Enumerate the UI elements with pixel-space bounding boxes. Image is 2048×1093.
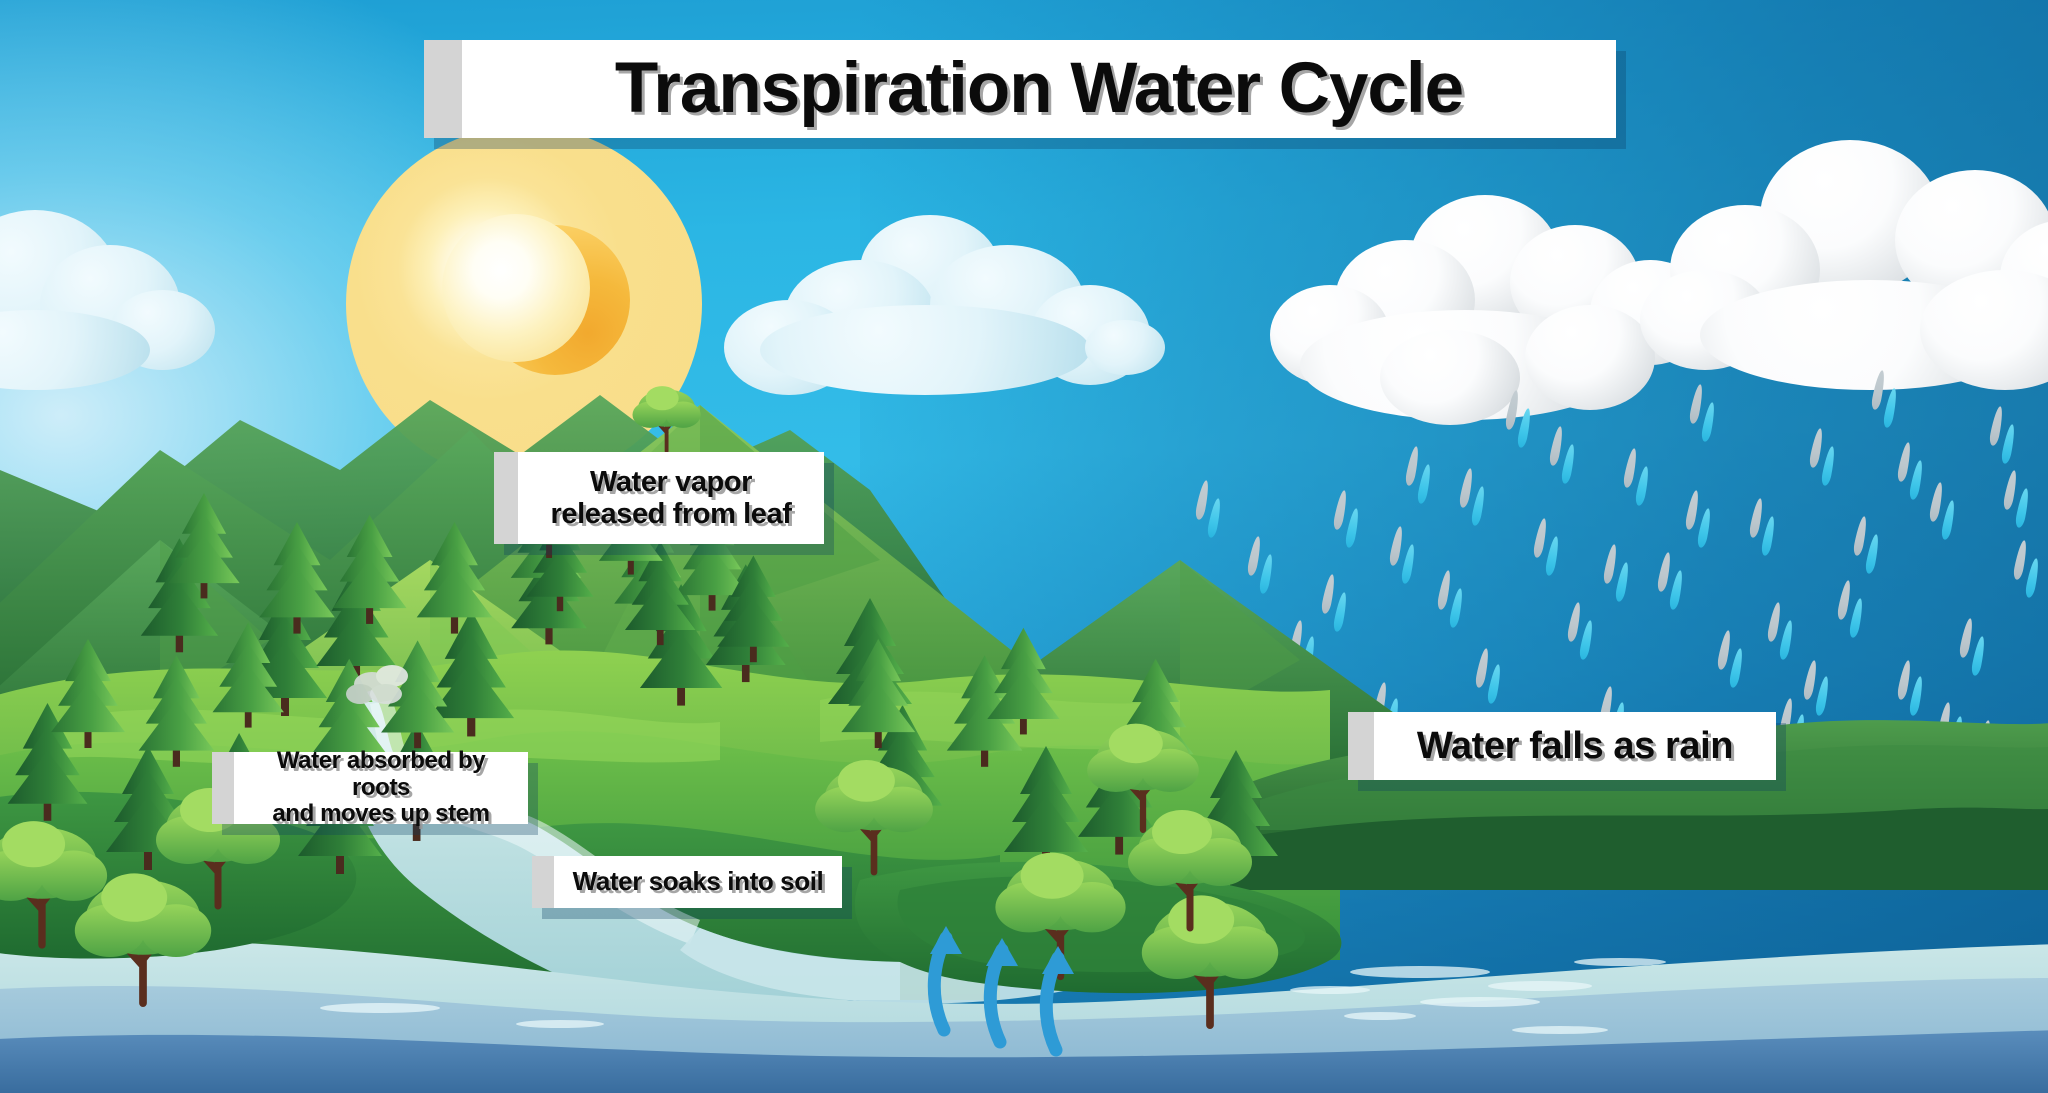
label-tab-accent: [212, 752, 234, 824]
label-water-vapor: Water vapor released from leaf: [494, 452, 824, 544]
label-water-soaks-text: Water soaks into soil: [572, 866, 824, 897]
cloud-storm-right: [1640, 140, 2048, 400]
label-water-vapor-text: Water vapor released from leaf: [550, 465, 792, 530]
label-water-falls-text: Water falls as rain: [1416, 724, 1734, 767]
cloud-left-pale: [0, 190, 240, 390]
label-water-soaks-into-soil: Water soaks into soil: [532, 856, 842, 908]
label-water-absorbed-by-roots: Water absorbed by roots and moves up ste…: [212, 747, 528, 827]
label-tab-accent: [494, 452, 518, 544]
cloud-middle-pale: [724, 215, 1165, 405]
vapor-puff-icon: [346, 665, 408, 704]
title-text: Transpiration Water Cycle: [614, 49, 1464, 129]
page-title: Transpiration Water Cycle: [424, 40, 1616, 138]
title-tab-accent: [424, 40, 462, 138]
label-tab-accent: [532, 856, 554, 908]
cloud-storm-left: [1270, 195, 1750, 425]
label-water-falls-as-rain: Water falls as rain: [1348, 712, 1776, 780]
sun-glow-core: [442, 214, 590, 362]
transpiration-arrowheads: [930, 926, 1074, 974]
label-water-absorbed-text: Water absorbed by roots and moves up ste…: [272, 746, 490, 828]
label-tab-accent: [1348, 712, 1374, 780]
